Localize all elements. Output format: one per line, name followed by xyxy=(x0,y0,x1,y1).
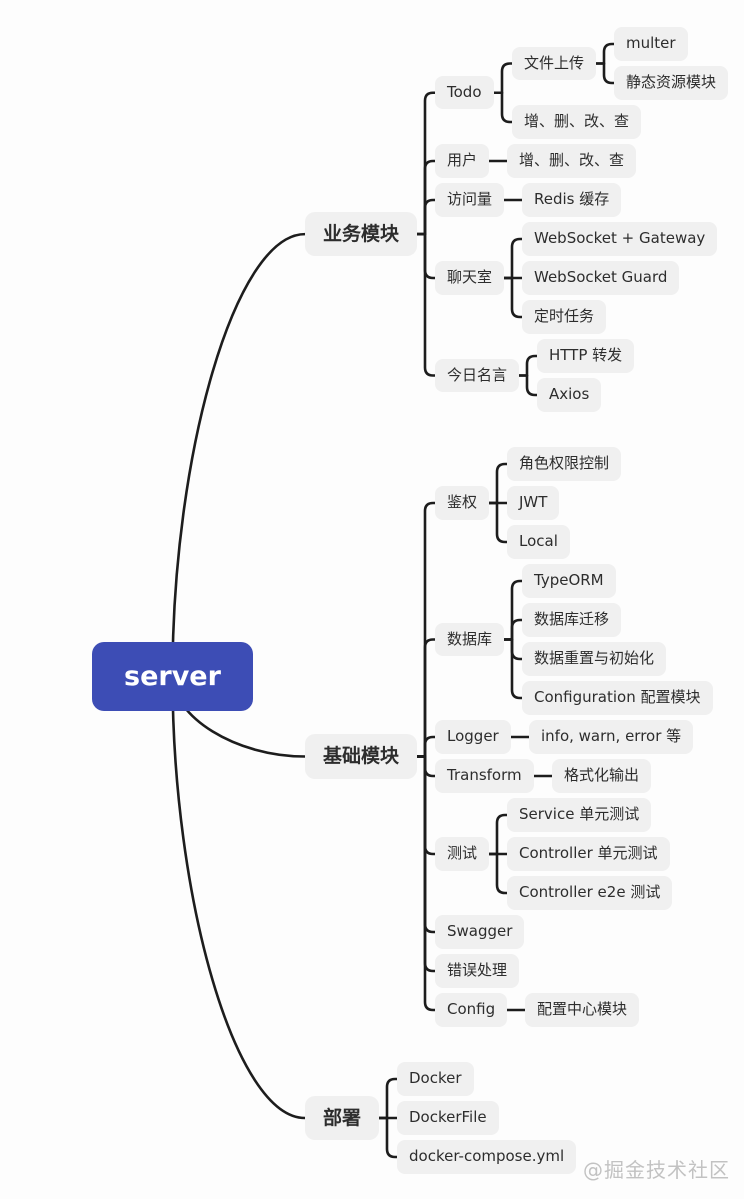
watermark-juejin: @掘金技术社区 xyxy=(583,1158,730,1182)
node-redis[interactable]: Redis 缓存 xyxy=(522,183,622,217)
node-transform[interactable]: Transform xyxy=(435,759,534,793)
node-configuration[interactable]: Configuration 配置模块 xyxy=(522,681,713,715)
connector-line xyxy=(415,198,437,236)
mindmap-node[interactable]: 访问量 xyxy=(435,183,505,217)
node-http[interactable]: HTTP 转发 xyxy=(537,339,635,373)
connector-line xyxy=(377,1116,399,1159)
connector-line xyxy=(171,674,307,1120)
mindmap-node[interactable]: 聊天室 xyxy=(435,261,505,295)
connector-line xyxy=(492,62,514,95)
node-local[interactable]: Local xyxy=(507,525,570,559)
connector-line xyxy=(487,813,509,856)
node-websocket-guard[interactable]: WebSocket Guard xyxy=(522,261,680,295)
node-docker-compose-yml[interactable]: docker-compose.yml xyxy=(397,1140,577,1174)
node-logger[interactable]: Logger xyxy=(435,720,511,754)
mindmap-node[interactable]: 配置中心模块 xyxy=(525,993,640,1027)
connector-line xyxy=(415,755,437,1012)
connector-line xyxy=(502,237,524,280)
mindmap-node[interactable]: 用户 xyxy=(435,144,490,178)
mindmap-node[interactable]: 数据库迁移 xyxy=(522,603,622,637)
node-swagger[interactable]: Swagger xyxy=(435,915,525,949)
mindmap-node[interactable]: 静态资源模块 xyxy=(614,66,729,100)
root-node-server[interactable]: server xyxy=(92,641,253,711)
connector-line xyxy=(502,618,524,641)
connector-line xyxy=(594,42,616,65)
connector-line xyxy=(171,232,307,678)
mindmap-node[interactable]: 数据库 xyxy=(435,622,505,656)
mindmap-node[interactable]: 格式化输出 xyxy=(552,759,652,793)
node-websocket-gateway[interactable]: WebSocket + Gateway xyxy=(522,222,718,256)
connector-line xyxy=(594,62,616,85)
mindmap-node[interactable]: 今日名言 xyxy=(435,358,520,392)
node-multer[interactable]: multer xyxy=(614,27,688,61)
mindmap-node[interactable]: 鉴权 xyxy=(435,486,490,520)
connector-line xyxy=(487,852,509,895)
mindmap-node[interactable]: 文件上传 xyxy=(512,46,597,80)
connector-line xyxy=(517,354,539,377)
node-dockerfile[interactable]: DockerFile xyxy=(397,1101,499,1135)
connector-line xyxy=(415,735,437,758)
node-config[interactable]: Config xyxy=(435,993,508,1027)
mindmap-node[interactable]: 测试 xyxy=(435,837,490,871)
mindmap-node[interactable]: 部署 xyxy=(305,1095,380,1141)
connector-line xyxy=(415,232,437,377)
mindmap-node[interactable]: 角色权限控制 xyxy=(507,447,622,481)
mindmap-node[interactable]: 基础模块 xyxy=(305,734,418,779)
connector-line xyxy=(502,276,524,319)
connector-line xyxy=(502,638,524,700)
mindmap-node[interactable]: 数据重置与初始化 xyxy=(522,642,667,676)
node-axios[interactable]: Axios xyxy=(537,378,602,412)
connector-line xyxy=(502,579,524,641)
node-typeorm[interactable]: TypeORM xyxy=(522,564,616,598)
mindmap-node[interactable]: 错误处理 xyxy=(435,954,520,988)
node-todo[interactable]: Todo xyxy=(435,75,494,110)
connector-line xyxy=(377,1077,399,1120)
connector-line xyxy=(487,501,509,544)
connector-line xyxy=(492,91,514,124)
node-docker[interactable]: Docker xyxy=(397,1062,474,1096)
node-service[interactable]: Service 单元测试 xyxy=(507,798,652,832)
node-jwt[interactable]: JWT xyxy=(507,486,560,520)
node-info-warn-error[interactable]: info, warn, error 等 xyxy=(529,720,694,754)
connector-line xyxy=(415,159,437,236)
node-controller[interactable]: Controller 单元测试 xyxy=(507,837,670,871)
mindmap-node[interactable]: 定时任务 xyxy=(522,300,607,334)
connector-line xyxy=(487,462,509,505)
mindmap-node[interactable]: 增、删、改、查 xyxy=(507,144,637,178)
connector-line xyxy=(415,638,437,758)
mindmap-node[interactable]: 业务模块 xyxy=(305,211,418,257)
connector-line xyxy=(517,374,539,397)
connector-line xyxy=(415,91,437,236)
node-controller-e2e[interactable]: Controller e2e 测试 xyxy=(507,876,673,910)
connector-line xyxy=(415,501,437,758)
mindmap-node[interactable]: 增、删、改、查 xyxy=(512,105,642,139)
